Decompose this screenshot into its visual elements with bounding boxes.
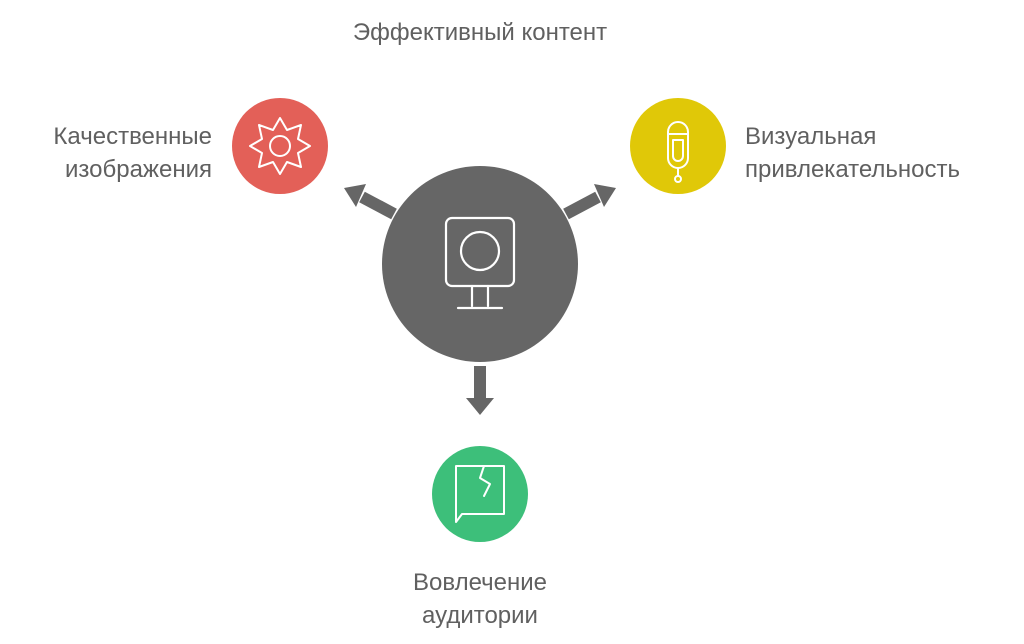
- label-visual-appeal: Визуальная привлекательность: [745, 120, 960, 186]
- label-quality-images: Качественные изображения: [53, 120, 212, 186]
- audience-engagement-node: [432, 446, 528, 542]
- microphone-icon: [667, 121, 689, 183]
- arrow-to-right: [563, 184, 616, 220]
- center-node: [382, 166, 578, 362]
- webcam-icon: [444, 216, 516, 310]
- label-quality-images-line1: Качественные: [53, 123, 212, 150]
- label-audience-engagement-line1: Вовлечение: [413, 569, 547, 596]
- broken-screen-icon: [455, 465, 505, 523]
- arrow-to-left: [344, 184, 397, 220]
- diagram-title: Эффективный контент: [352, 19, 608, 46]
- gear-icon: [249, 117, 311, 175]
- visual-appeal-node: [630, 98, 726, 194]
- quality-images-node: [232, 98, 328, 194]
- label-visual-appeal-line1: Визуальная: [745, 123, 877, 150]
- label-audience-engagement-line2: аудитории: [422, 602, 538, 629]
- label-visual-appeal-line2: привлекательность: [745, 156, 961, 183]
- arrow-to-bottom: [466, 366, 494, 415]
- label-audience-engagement: Вовлечение аудитории: [330, 566, 630, 632]
- label-quality-images-line2: изображения: [65, 156, 212, 183]
